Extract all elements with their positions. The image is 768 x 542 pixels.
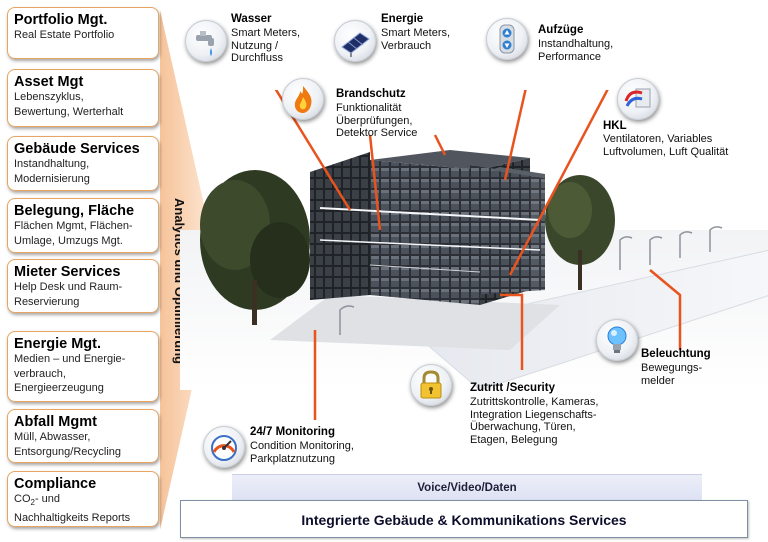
box-gebaeude: Gebäude Services Instandhaltung, Moderni… (7, 136, 159, 191)
solar-panel-icon (334, 20, 376, 62)
feature-desc-zutritt: Zutrittskontrolle, Kameras, Integration … (470, 396, 599, 446)
voice-video-data-label: Voice/Video/Daten (417, 482, 517, 494)
padlock-icon (410, 364, 452, 406)
box-title: Asset Mgt (14, 74, 84, 90)
feature-desc-aufzuege: Instandhaltung, Performance (538, 38, 614, 63)
feature-desc-monitoring: Condition Monitoring, Parkplatznutzung (250, 440, 354, 465)
feature-desc-brandschutz: Funktionalität Überprüfungen, Detektor S… (336, 102, 418, 139)
box-desc-2: Nachhaltigkeits Reports (14, 511, 131, 524)
box-desc: Flächen Mgmt, Flächen- Umlage, Umzugs Mg… (14, 220, 133, 247)
feature-title-wasser: Wasser (231, 13, 272, 25)
box-desc: Help Desk und Raum- Reservierung (14, 281, 123, 308)
box-desc: Real Estate Portfolio (14, 29, 115, 41)
feature-title-beleuchtung: Beleuchtung (641, 348, 711, 360)
box-desc: Instandhaltung, Modernisierung (14, 158, 90, 185)
feature-title-monitoring: 24/7 Monitoring (250, 426, 335, 438)
box-title: Mieter Services (14, 264, 121, 280)
voice-video-data-bar: Voice/Video/Daten (232, 474, 702, 501)
light-bulb-icon (596, 319, 638, 361)
box-title: Energie Mgt. (14, 336, 102, 352)
box-desc: Müll, Abwasser, Entsorgung/Recycling (14, 431, 122, 458)
feature-title-zutritt: Zutritt /Security (470, 382, 555, 394)
integrated-services-bar: Integrierte Gebäude & Kommunikations Ser… (180, 500, 748, 538)
feature-desc-hkl: Ventilatoren, Variables Luftvolumen, Luf… (603, 133, 729, 158)
box-mieter: Mieter Services Help Desk und Raum- Rese… (7, 259, 159, 313)
box-title: Portfolio Mgt. (14, 12, 108, 28)
feature-desc-beleuchtung: Bewegungs- melder (641, 362, 703, 387)
feature-title-brandschutz: Brandschutz (336, 88, 406, 100)
box-desc: Lebenszyklus, Bewertung, Werterhalt (14, 91, 124, 118)
feature-desc-energie: Smart Meters, Verbrauch (381, 27, 451, 52)
feature-title-energie: Energie (381, 13, 424, 25)
box-desc: Medien – und Energie- verbrauch, Energie… (14, 353, 126, 394)
box-compliance: Compliance CO2- und Nachhaltigkeits Repo… (7, 471, 159, 527)
box-energie: Energie Mgt. Medien – und Energie- verbr… (7, 331, 159, 402)
box-abfall: Abfall Mgmt Müll, Abwasser, Entsorgung/R… (7, 409, 159, 463)
flame-icon (282, 78, 324, 120)
elevator-icon (486, 18, 528, 60)
gauge-icon (203, 426, 245, 468)
integrated-services-label: Integrierte Gebäude & Kommunikations Ser… (301, 512, 627, 528)
feature-title-aufzuege: Aufzüge (538, 24, 584, 36)
feature-title-hkl: HKL (603, 120, 627, 132)
box-belegung: Belegung, Fläche Flächen Mgmt, Flächen- … (7, 198, 159, 253)
box-portfolio: Portfolio Mgt. Real Estate Portfolio (7, 7, 159, 59)
box-title: Gebäude Services (14, 141, 140, 157)
feature-desc-wasser: Smart Meters, Nutzung / Durchfluss (231, 27, 301, 64)
hvac-icon (617, 78, 659, 120)
box-desc: CO2- und (14, 493, 61, 508)
box-title: Belegung, Fläche (14, 203, 135, 219)
box-title: Compliance (14, 476, 97, 492)
box-asset: Asset Mgt Lebenszyklus, Bewertung, Werte… (7, 69, 159, 127)
water-tap-icon (185, 20, 227, 62)
box-title: Abfall Mgmt (14, 414, 97, 430)
